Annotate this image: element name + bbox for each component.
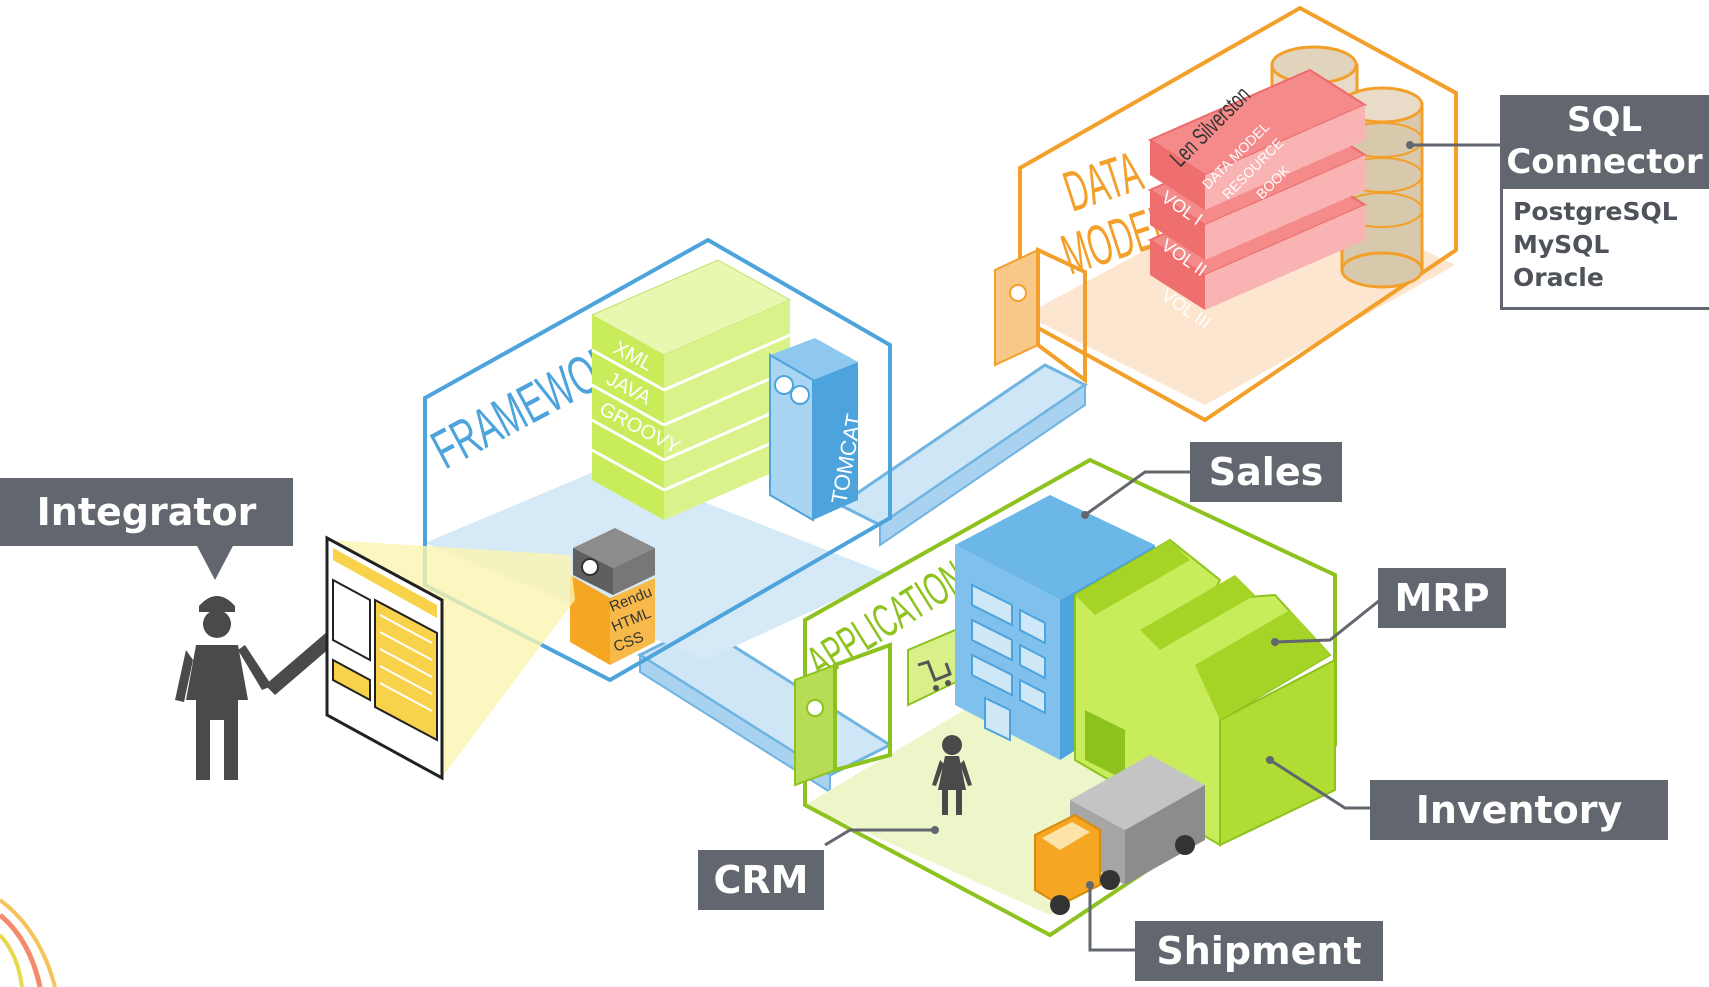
tomcat-server: TOMCAT <box>769 338 867 522</box>
callout-dots <box>931 141 1414 889</box>
render-engine: Rendu HTML CSS <box>570 528 655 665</box>
sales-label: Sales <box>1190 442 1342 502</box>
integrator-label: Integrator <box>0 478 293 546</box>
sql-database-list: PostgreSQL MySQL Oracle <box>1500 189 1709 310</box>
sql-db-postgresql: PostgreSQL <box>1513 197 1678 226</box>
applications-door <box>794 642 892 787</box>
callout-leaders <box>824 143 1500 952</box>
framework-datamodel-corridor <box>837 363 1088 547</box>
shop-cart-sign <box>907 626 961 707</box>
integrator-label-pointer <box>195 542 235 580</box>
decorative-swirl <box>0 898 57 987</box>
code-stack-server: XML JAVA GROOVY <box>590 259 792 520</box>
sql-title-line-1: SQL <box>1566 100 1643 140</box>
crm-person-icon <box>932 735 972 815</box>
inventory-label: Inventory <box>1370 780 1668 840</box>
data-model-door <box>994 246 1087 384</box>
sql-db-oracle: Oracle <box>1513 263 1604 292</box>
shipment-truck <box>1034 755 1205 915</box>
sql-connector-callout: SQL Connector PostgreSQL MySQL Oracle <box>1500 95 1709 310</box>
data-model-books: Len Silverston DATA MODEL RESOURCE BOOK … <box>1147 68 1368 333</box>
framework-box: FRAMEWORK XML JAVA GROOVY <box>422 237 892 683</box>
crm-label: CRM <box>698 850 824 910</box>
integrator-person-icon <box>175 596 360 780</box>
mrp-label: MRP <box>1378 568 1506 628</box>
sql-title-line-2: Connector <box>1506 142 1703 182</box>
shipment-label: Shipment <box>1135 921 1383 981</box>
data-model-box: DATA MODEL <box>994 5 1458 423</box>
applications-box: APPLICATIONS <box>794 457 1337 938</box>
sql-connector-title: SQL Connector <box>1500 95 1709 189</box>
sql-db-mysql: MySQL <box>1513 230 1610 259</box>
ui-screen-panel <box>325 535 444 781</box>
